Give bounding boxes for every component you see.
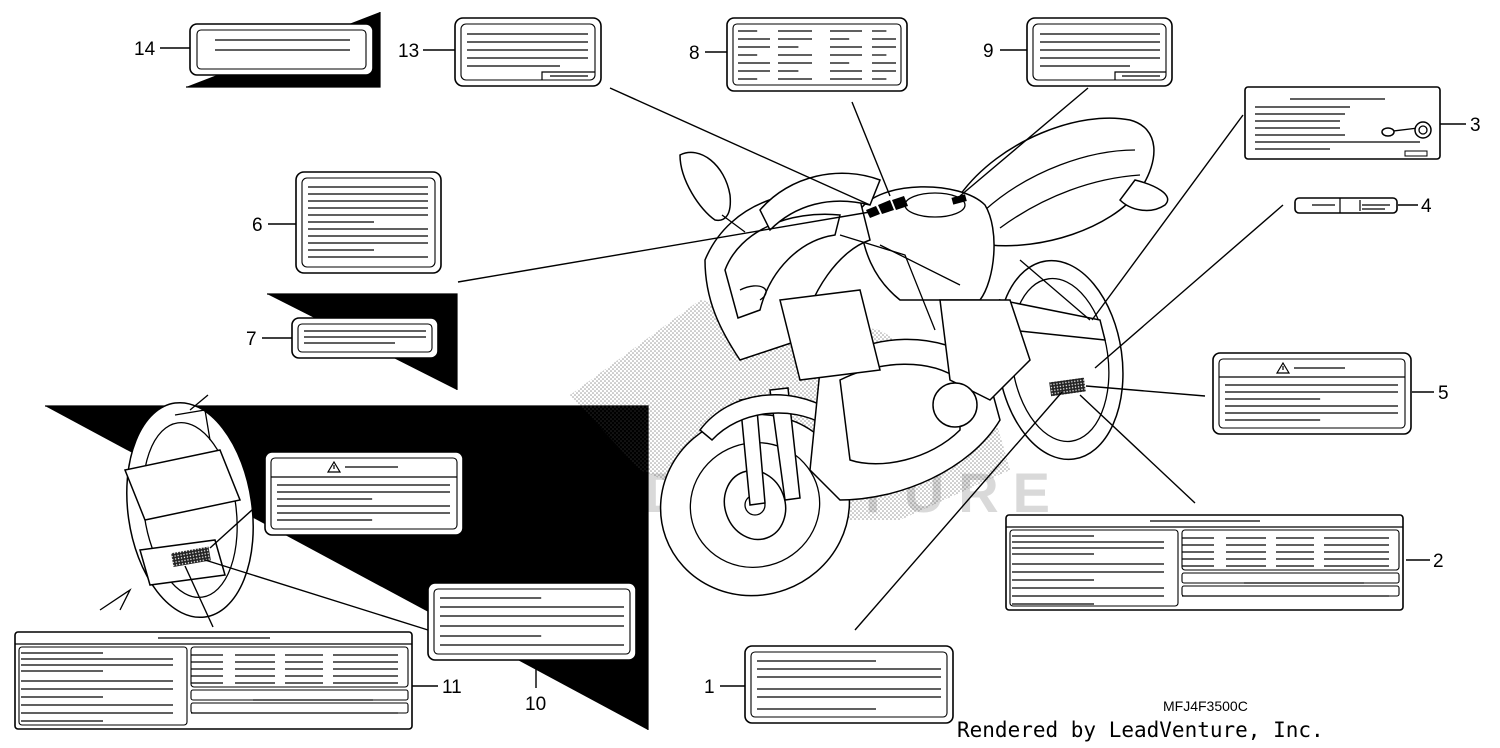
- label-1: [744, 645, 954, 724]
- warning-triangle-icon: [1275, 361, 1291, 374]
- part-code: MFJ4F3500C: [1163, 698, 1248, 714]
- callout-6: 6: [252, 215, 263, 236]
- label-14: [189, 23, 374, 76]
- callout-1: 1: [704, 677, 715, 698]
- label-2: [1005, 514, 1404, 611]
- callout-13: 13: [398, 41, 419, 62]
- callout-2: 2: [1433, 551, 1444, 572]
- callout-5: 5: [1438, 383, 1449, 404]
- label-9: [1026, 17, 1173, 87]
- label-4: [1294, 197, 1398, 214]
- inset-rear-wheel: [99, 394, 254, 619]
- callout-7: 7: [246, 329, 257, 350]
- label-8: [726, 17, 908, 92]
- leader-lines: [160, 47, 1466, 688]
- callout-12: 12: [491, 483, 512, 504]
- label-7: [291, 317, 439, 359]
- label-13: [454, 17, 602, 87]
- callout-numbers: 14 13 8 9 3 4 6 7 5 12 2 11 10 1: [134, 39, 1481, 715]
- label-3: [1244, 86, 1441, 160]
- label-11: [14, 631, 413, 730]
- wrench-tool-icon: [1381, 121, 1432, 139]
- label-12: [264, 451, 464, 536]
- callout-8: 8: [689, 43, 700, 64]
- callout-11: 11: [442, 677, 462, 698]
- callout-4: 4: [1421, 196, 1432, 217]
- label-10: [427, 582, 637, 661]
- warning-triangle-icon: [326, 460, 342, 473]
- render-credit: Rendered by LeadVenture, Inc.: [957, 718, 1324, 742]
- callout-9: 9: [983, 41, 994, 62]
- callout-10: 10: [525, 694, 546, 715]
- callout-14: 14: [134, 39, 156, 60]
- label-6: [295, 171, 442, 274]
- label-5: [1212, 352, 1412, 435]
- callout-3: 3: [1470, 115, 1481, 136]
- motorcycle-illustration: [570, 117, 1169, 597]
